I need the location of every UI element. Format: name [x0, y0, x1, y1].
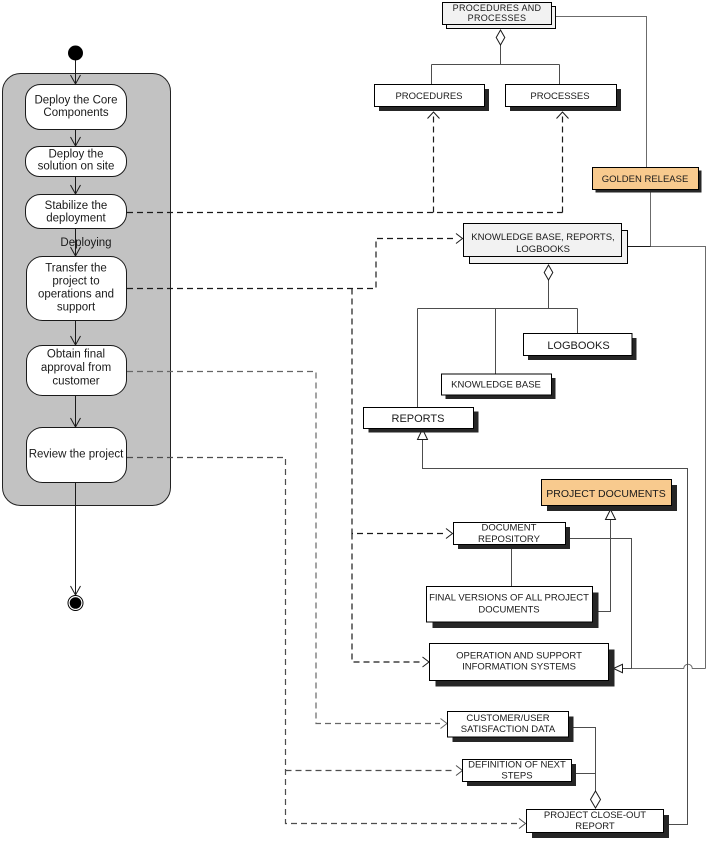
svg-text:STEPS: STEPS: [501, 771, 532, 782]
svg-text:OPERATION AND SUPPORT: OPERATION AND SUPPORT: [456, 651, 582, 662]
svg-text:SATISFACTION DATA: SATISFACTION DATA: [461, 724, 556, 735]
svg-text:LOGBOOKS: LOGBOOKS: [547, 340, 609, 352]
svg-text:PROCEDURES: PROCEDURES: [395, 91, 462, 102]
svg-text:customer: customer: [52, 376, 99, 388]
svg-text:REPORT: REPORT: [575, 821, 615, 832]
svg-text:PROCEDURES AND: PROCEDURES AND: [453, 3, 542, 13]
svg-text:Deploy the Core: Deploy the Core: [34, 95, 117, 107]
svg-text:DOCUMENT: DOCUMENT: [482, 523, 537, 534]
svg-text:KNOWLEDGE BASE, REPORTS,: KNOWLEDGE BASE, REPORTS,: [471, 232, 614, 243]
svg-text:project to: project to: [52, 276, 99, 288]
svg-text:DOCUMENTS: DOCUMENTS: [478, 605, 539, 616]
svg-text:Components: Components: [43, 107, 108, 119]
svg-text:CUSTOMER/USER: CUSTOMER/USER: [466, 713, 549, 724]
svg-text:Review the project: Review the project: [29, 449, 124, 461]
svg-text:GOLDEN RELEASE: GOLDEN RELEASE: [602, 174, 689, 185]
svg-text:Transfer the: Transfer the: [45, 263, 107, 275]
svg-text:solution on site: solution on site: [38, 161, 115, 173]
svg-text:PROCESSES: PROCESSES: [468, 13, 527, 23]
svg-text:deployment: deployment: [46, 213, 106, 225]
svg-text:Deploying: Deploying: [60, 237, 111, 249]
svg-text:PROJECT DOCUMENTS: PROJECT DOCUMENTS: [546, 488, 665, 500]
svg-text:LOGBOOKS: LOGBOOKS: [516, 244, 570, 255]
svg-text:KNOWLEDGE BASE: KNOWLEDGE BASE: [451, 380, 541, 391]
svg-text:Deploy the: Deploy the: [49, 149, 104, 161]
svg-text:operations and: operations and: [38, 289, 114, 301]
svg-text:PROJECT CLOSE-OUT: PROJECT CLOSE-OUT: [544, 810, 646, 821]
svg-text:Obtain final: Obtain final: [47, 349, 105, 361]
svg-text:Stabilize the: Stabilize the: [45, 200, 108, 212]
svg-text:INFORMATION SYSTEMS: INFORMATION SYSTEMS: [462, 662, 576, 673]
svg-text:PROCESSES: PROCESSES: [530, 91, 589, 102]
svg-text:REPOSITORY: REPOSITORY: [478, 534, 541, 545]
svg-text:FINAL VERSIONS OF ALL PROJECT: FINAL VERSIONS OF ALL PROJECT: [429, 593, 589, 604]
svg-text:support: support: [57, 302, 96, 314]
svg-text:approval from: approval from: [41, 362, 111, 374]
svg-text:REPORTS: REPORTS: [392, 413, 445, 425]
svg-text:DEFINITION OF NEXT: DEFINITION OF NEXT: [468, 760, 566, 771]
